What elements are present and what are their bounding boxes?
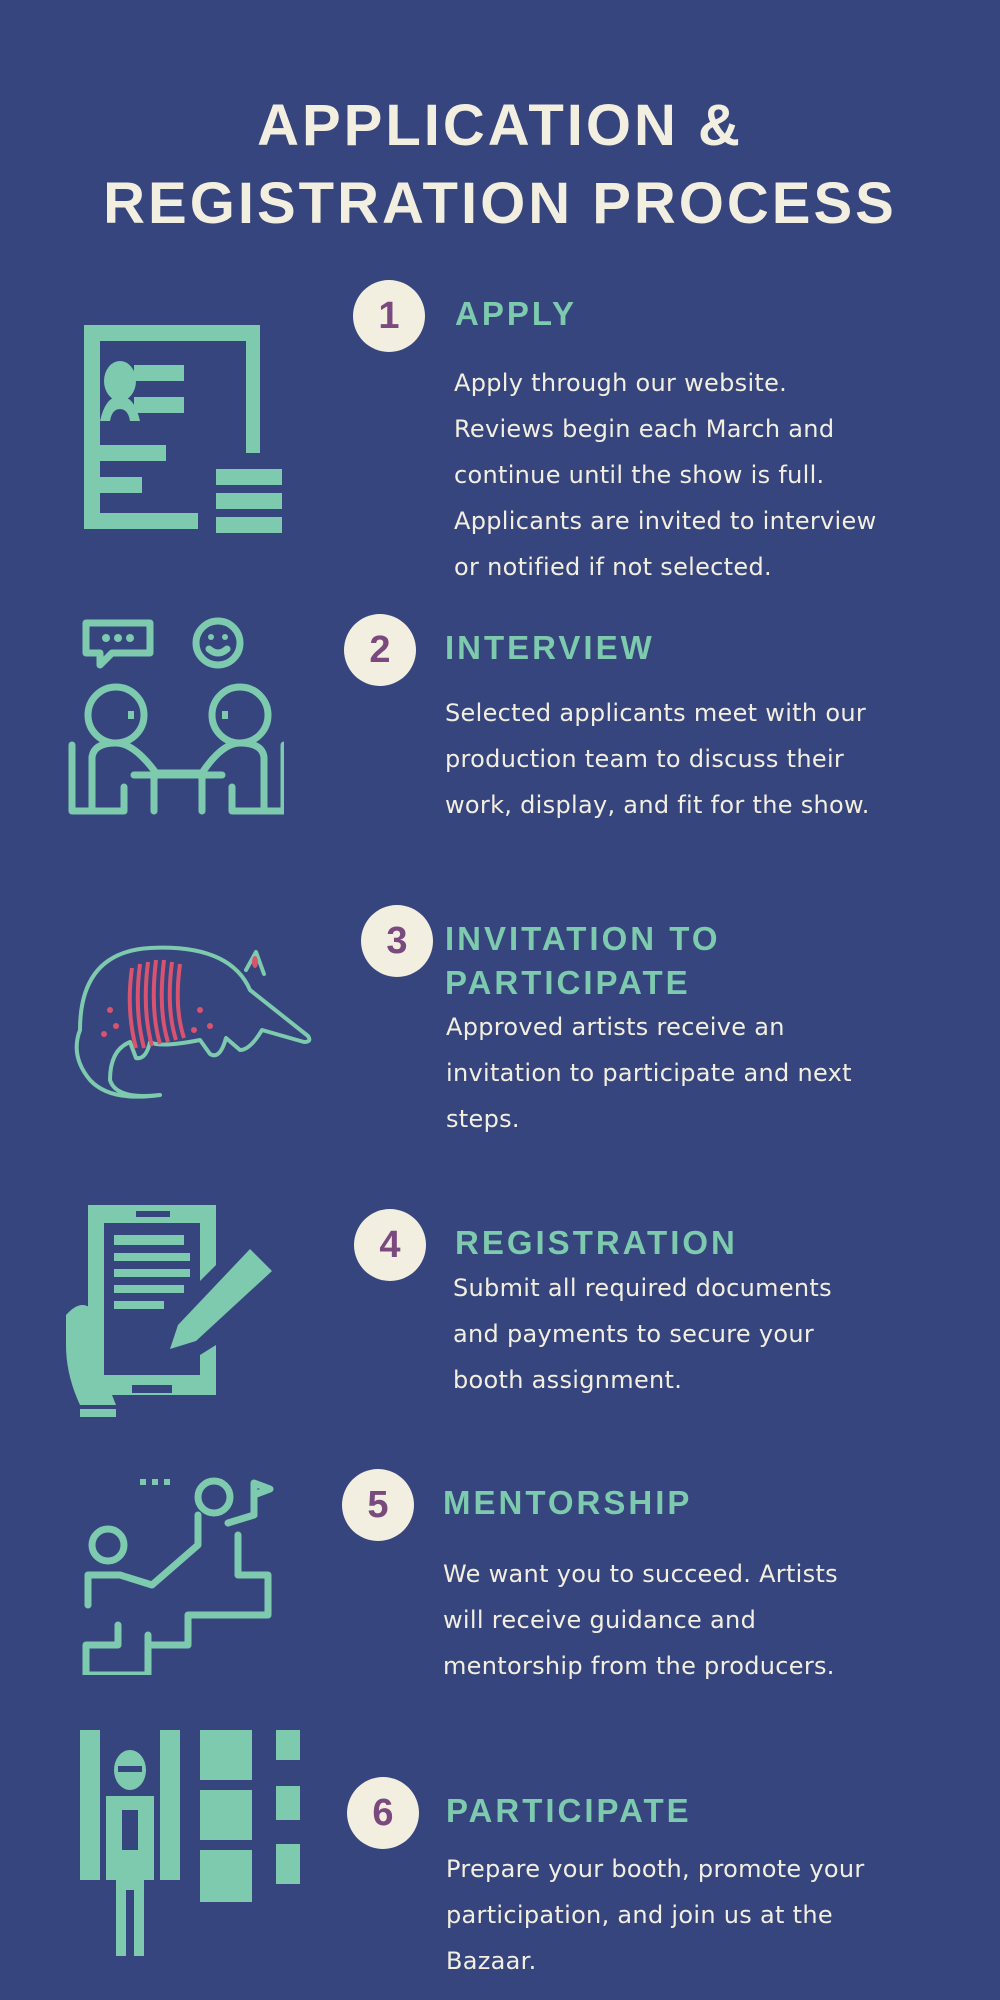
mentorship-icon (82, 1477, 274, 1675)
step-heading-interview: INTERVIEW (445, 629, 655, 666)
page-title-line-1: APPLICATION & (257, 93, 743, 158)
interview-icon (68, 617, 284, 815)
booth-person-icon (80, 1730, 300, 1956)
step-number-3: 3 (361, 905, 433, 977)
step-number-6: 6 (347, 1777, 419, 1849)
step-body-apply: Apply through our website.Reviews begin … (454, 369, 877, 581)
step-heading-registration: REGISTRATION (455, 1224, 738, 1261)
step-number-2: 2 (344, 614, 416, 686)
step-number-5: 5 (342, 1469, 414, 1541)
armadillo-icon (74, 945, 312, 1099)
step-heading-apply: APPLY (455, 295, 577, 332)
tablet-signing-icon (66, 1205, 272, 1417)
step-heading-participate: PARTICIPATE (446, 1792, 692, 1829)
step-heading-mentorship: MENTORSHIP (443, 1484, 693, 1521)
step-number-4: 4 (354, 1209, 426, 1281)
page-title-line-2: REGISTRATION PROCESS (103, 171, 897, 236)
application-form-icon (84, 325, 282, 533)
step-number-1: 1 (353, 280, 425, 352)
